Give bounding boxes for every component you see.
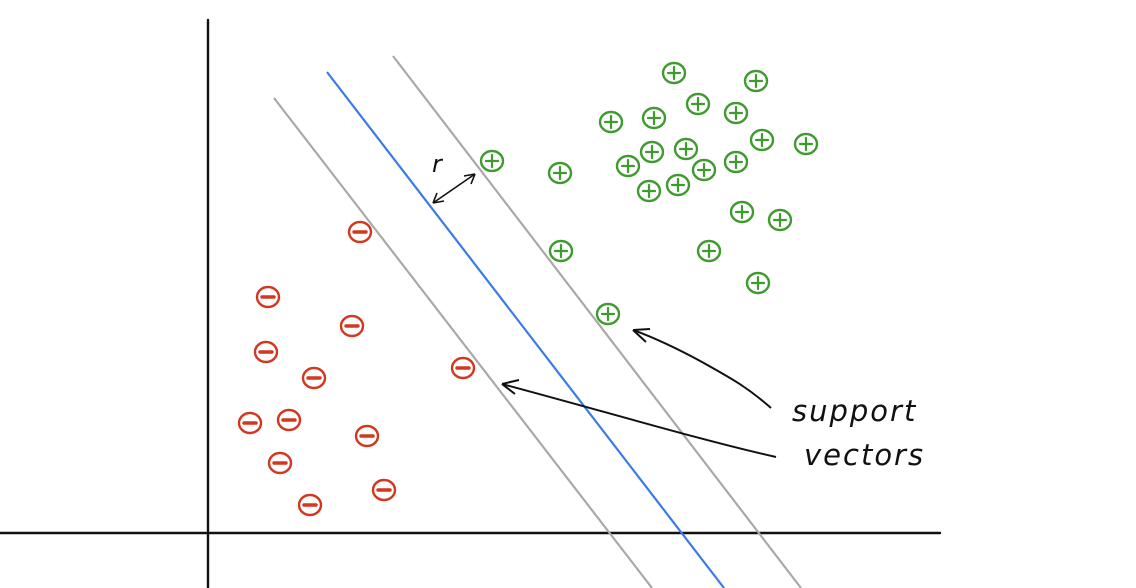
positive-point xyxy=(598,110,624,134)
positive-margin-line xyxy=(392,55,802,588)
positive-point xyxy=(661,61,687,85)
margin-indicator: r xyxy=(432,150,476,204)
negative-point xyxy=(450,356,476,380)
negative-point xyxy=(297,493,323,517)
negative-point xyxy=(267,451,293,475)
positive-points xyxy=(479,61,819,326)
positive-point xyxy=(595,302,621,326)
support-vector-arrowhead-positive xyxy=(632,328,651,343)
negative-point xyxy=(276,408,302,432)
positive-point xyxy=(749,128,775,152)
positive-point xyxy=(767,208,793,232)
support-vectors-annotation: support vectors xyxy=(501,328,925,472)
support-vector-arrowhead-negative xyxy=(501,379,520,395)
negative-point xyxy=(339,314,365,338)
positive-point xyxy=(548,239,574,263)
negative-point xyxy=(354,424,380,448)
positive-point xyxy=(691,158,717,182)
positive-point xyxy=(547,161,573,185)
negative-point xyxy=(255,285,281,309)
support-vector-arrow-positive xyxy=(632,329,772,409)
positive-point xyxy=(696,239,722,263)
positive-point xyxy=(636,179,662,203)
positive-point xyxy=(743,69,769,93)
positive-point xyxy=(639,140,665,164)
positive-point xyxy=(793,132,819,156)
decision-boundary-line xyxy=(326,71,725,588)
positive-point xyxy=(479,149,505,173)
annotation-line-2: vectors xyxy=(804,438,925,472)
negative-margin-line xyxy=(273,97,653,588)
positive-point xyxy=(723,150,749,174)
positive-point xyxy=(685,92,711,116)
positive-point xyxy=(673,137,699,161)
positive-point xyxy=(615,154,641,178)
negative-point xyxy=(301,366,327,390)
positive-point xyxy=(729,200,755,224)
axes xyxy=(0,18,942,588)
positive-point xyxy=(723,101,749,125)
annotation-line-1: support xyxy=(792,394,917,428)
positive-point xyxy=(665,173,691,197)
support-vector-arrow-negative xyxy=(501,383,777,458)
decision-boundary-group xyxy=(273,55,802,588)
margin-arrow-head-left xyxy=(432,192,445,204)
negative-point xyxy=(347,220,373,244)
margin-label: r xyxy=(432,150,444,178)
negative-point xyxy=(253,340,279,364)
positive-point xyxy=(641,106,667,130)
negative-point xyxy=(237,411,263,435)
positive-point xyxy=(745,271,771,295)
margin-arrow-head-right xyxy=(463,173,476,185)
negative-points xyxy=(237,220,476,517)
negative-point xyxy=(371,478,397,502)
margin-arrow-shaft xyxy=(432,173,476,204)
